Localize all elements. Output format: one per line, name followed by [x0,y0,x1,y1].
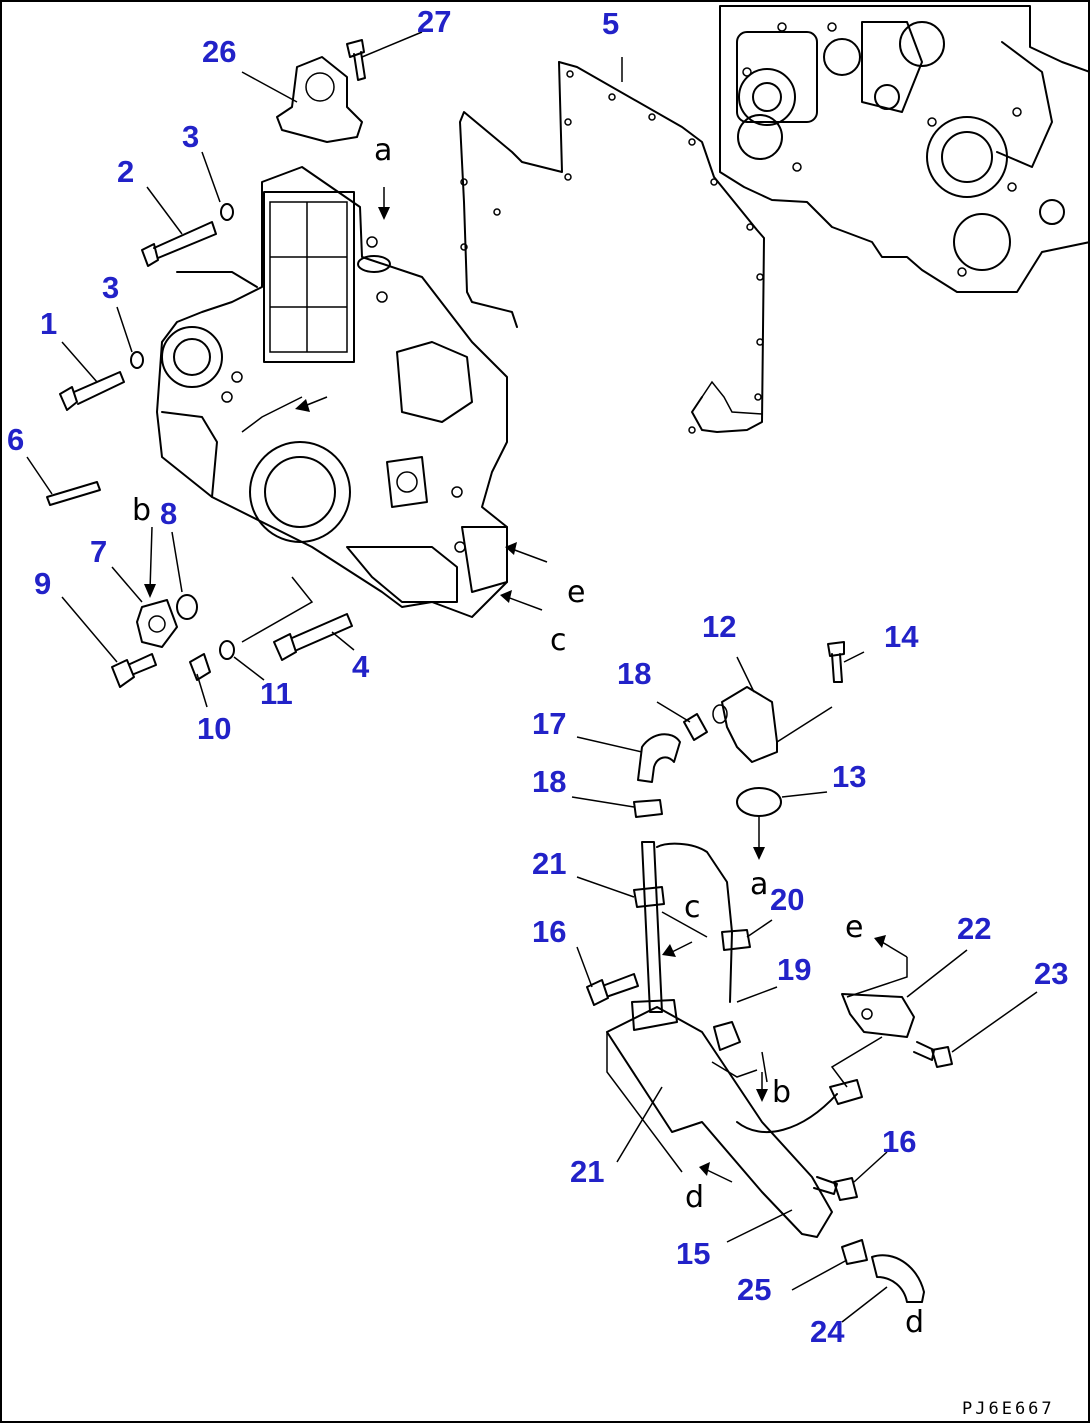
bolts-and-washers-drawing [46,39,366,688]
callout-3-lower: 3 [102,270,119,305]
callout-26: 26 [202,34,236,69]
callout-14: 14 [884,619,919,654]
callout-15: 15 [676,1236,710,1271]
callout-27: 27 [417,4,451,39]
callout-12: 12 [702,609,736,644]
callout-10: 10 [197,711,231,746]
direction-arrows [144,187,908,1183]
callout-8: 8 [160,496,177,531]
connection-letter-c-cover: c [550,623,567,658]
connection-letter-e-cover: e [567,575,585,610]
gasket-drawing [459,61,765,434]
callout-7: 7 [90,534,107,569]
callout-18-upper: 18 [617,656,651,691]
callout-20: 20 [770,882,804,917]
callout-16-lower: 16 [882,1124,916,1159]
callout-25: 25 [737,1272,771,1307]
callout-5: 5 [602,6,619,41]
connection-letter-a-gasket: a [750,867,768,902]
leader-lines [26,31,1038,1323]
connection-letter-b-plate: b [132,493,151,528]
callout-numbers: 1 2 3 3 4 5 6 7 8 9 10 11 12 13 14 15 16… [7,4,1068,1349]
callout-1: 1 [40,306,57,341]
callout-24: 24 [810,1314,845,1349]
connection-letters: a b e c a c e b d d [132,133,924,1340]
callout-3-upper: 3 [182,119,199,154]
callout-21-lower: 21 [570,1154,604,1189]
connection-letter-d-tube: d [685,1180,704,1215]
callout-16-upper: 16 [532,914,566,949]
connection-letter-b-tube: b [772,1075,791,1110]
callout-23: 23 [1034,956,1068,991]
connection-letter-c-pipe: c [684,890,701,925]
connection-letter-d-hose: d [905,1305,924,1340]
front-cover-drawing [156,166,508,618]
callout-6: 6 [7,422,24,457]
callout-9: 9 [34,566,51,601]
callout-18-lower: 18 [532,764,566,799]
breather-assembly-drawing [586,641,953,1303]
connection-letter-a-cover: a [374,133,392,168]
callout-19: 19 [777,952,811,987]
callout-22: 22 [957,911,991,946]
callout-21-upper: 21 [532,846,566,881]
callout-13: 13 [832,759,866,794]
engine-block-drawing [719,5,1088,293]
callout-11: 11 [260,676,293,711]
callout-2: 2 [117,154,134,189]
connection-letter-e-bracket: e [845,910,863,945]
diagram-code: PJ6E667 [962,1399,1055,1419]
callout-4: 4 [352,649,370,684]
callout-17: 17 [532,706,566,741]
